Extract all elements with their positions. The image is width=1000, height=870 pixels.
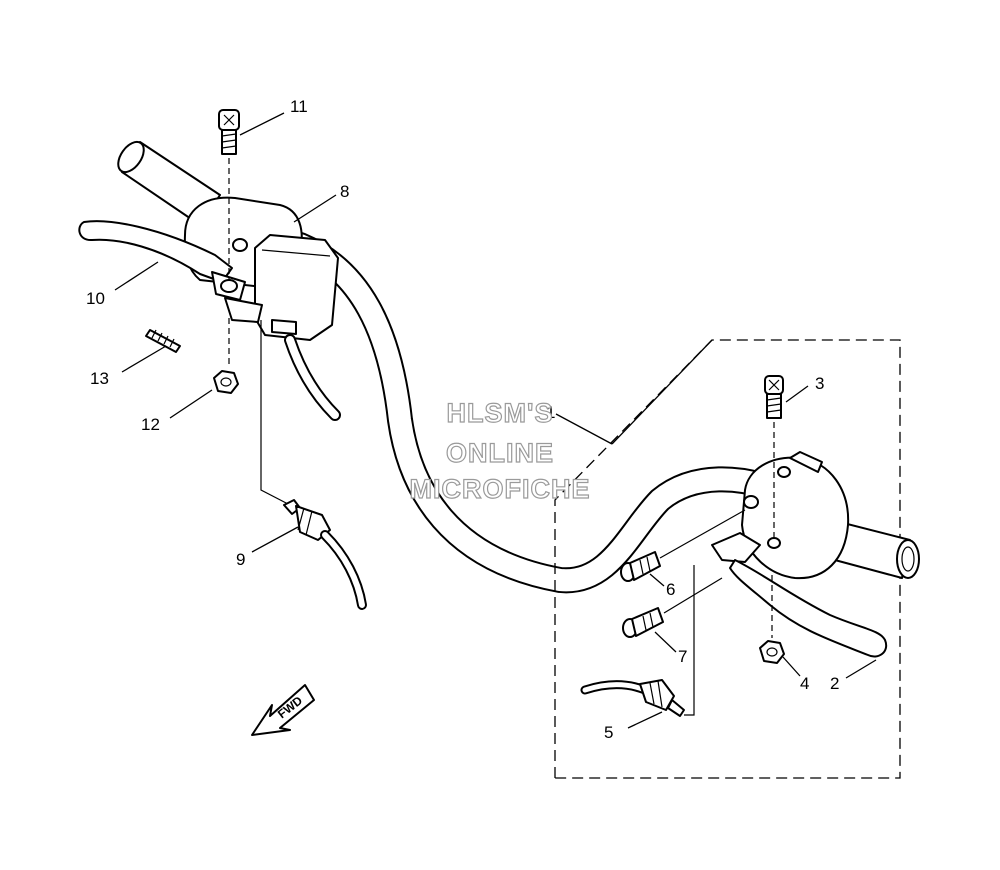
spring-part-13: [145, 329, 181, 353]
switch-cable-part-9: [260, 320, 367, 610]
callout-11: 11: [290, 97, 308, 116]
bolt-part-3: [764, 375, 784, 540]
callout-10: 10: [86, 289, 105, 308]
handlebar: [287, 232, 813, 594]
callout-4: 4: [800, 674, 809, 693]
callout-3: 3: [815, 374, 824, 393]
watermark-line-3: MICROFICHE: [410, 474, 591, 504]
left-grip: [117, 140, 221, 226]
watermark-line-2: ONLINE: [446, 438, 554, 468]
forward-arrow-icon: FWD: [251, 684, 315, 736]
nut-part-12: [213, 318, 239, 394]
callout-labels: 11 8 10 13 12 9 1 3 6 7 4 2 5: [86, 97, 839, 742]
callout-5: 5: [604, 723, 613, 742]
callout-1: 1: [546, 403, 555, 422]
callout-9: 9: [236, 550, 245, 569]
callout-13: 13: [90, 369, 109, 388]
brake-hose: [284, 334, 341, 421]
master-cylinder-part-8: [183, 196, 339, 341]
watermark-line-1: HLSM'S: [447, 398, 554, 428]
screw-part-6: [620, 509, 746, 582]
detail-box-outline: [554, 339, 901, 779]
watermark: HLSM'S ONLINE MICROFICHE: [409, 397, 591, 504]
bolt-part-11: [218, 109, 240, 293]
nut-part-4: [759, 575, 785, 664]
leader-lines: [114, 112, 877, 729]
callout-7: 7: [678, 647, 687, 666]
callout-8: 8: [340, 182, 349, 201]
callout-2: 2: [830, 674, 839, 693]
screw-part-7: [622, 577, 723, 638]
lever-holder-right: [741, 451, 850, 580]
callout-12: 12: [141, 415, 160, 434]
cable-part-5: [580, 565, 695, 717]
clutch-lever-part-2: [711, 532, 888, 658]
callout-6: 6: [666, 580, 675, 599]
